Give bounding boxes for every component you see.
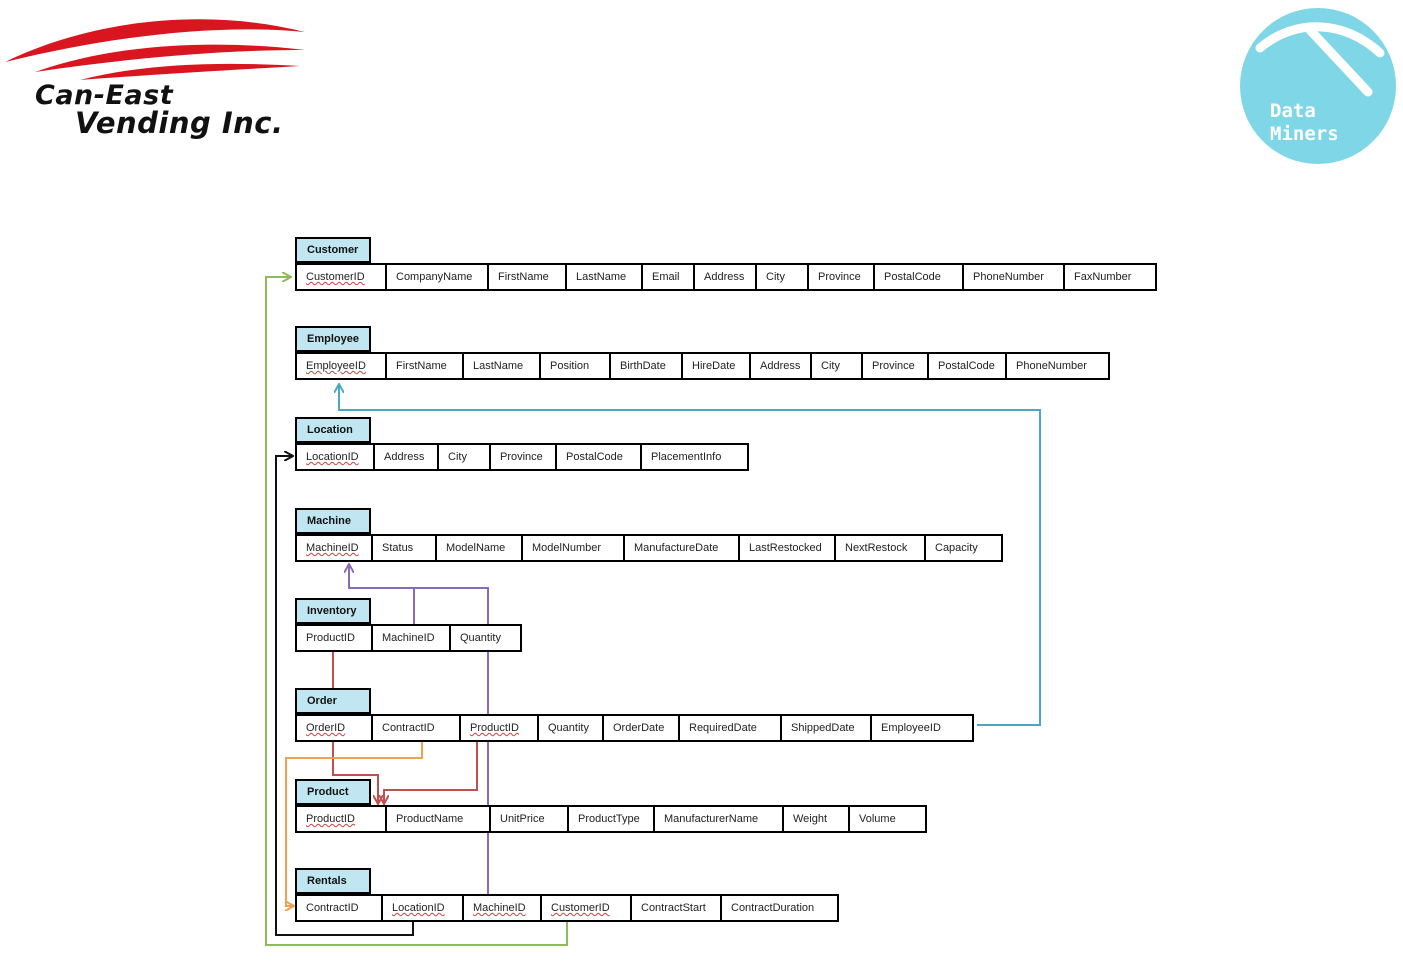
connector-rentals-machine	[414, 587, 489, 894]
attr-employee-city: City	[810, 352, 863, 380]
entity-inventory-title: Inventory	[295, 598, 371, 624]
data-miners-badge: Data Miners	[1240, 8, 1396, 164]
badge-line1: Data	[1270, 100, 1316, 122]
attr-employee-address: Address	[749, 352, 812, 380]
attr-product-unitprice: UnitPrice	[489, 805, 569, 833]
attr-customer-province: Province	[807, 263, 875, 291]
attr-employee-birthdate: BirthDate	[609, 352, 683, 380]
entity-order-attributes: OrderID ContractID ProductID Quantity Or…	[295, 714, 974, 742]
attr-employee-postalcode: PostalCode	[927, 352, 1007, 380]
attr-order-shippeddate: ShippedDate	[780, 714, 872, 742]
attr-rentals-locationid: LocationID	[381, 894, 464, 922]
attr-rentals-machineid: MachineID	[462, 894, 542, 922]
attr-employee-hiredate: HireDate	[681, 352, 751, 380]
attr-employee-lastname: LastName	[462, 352, 541, 380]
attr-order-contractid: ContractID	[371, 714, 461, 742]
attr-customer-firstname: FirstName	[487, 263, 567, 291]
can-east-logo: Can-East Vending Inc.	[0, 0, 320, 150]
attr-order-requireddate: RequiredDate	[678, 714, 782, 742]
attr-machine-manufacturedate: ManufactureDate	[623, 534, 740, 562]
entity-order-title: Order	[295, 688, 371, 714]
attr-location-city: City	[437, 443, 491, 471]
entity-inventory-attributes: ProductID MachineID Quantity	[295, 624, 522, 652]
attr-customer-faxnumber: FaxNumber	[1063, 263, 1157, 291]
attr-order-orderdate: OrderDate	[602, 714, 680, 742]
attr-customer-lastname: LastName	[565, 263, 643, 291]
attr-inventory-quantity: Quantity	[449, 624, 522, 652]
attr-product-volume: Volume	[848, 805, 927, 833]
entity-product-title: Product	[295, 779, 371, 805]
attr-machine-lastrestocked: LastRestocked	[738, 534, 836, 562]
attr-employee-position: Position	[539, 352, 611, 380]
connector-inventory-machine	[349, 565, 415, 624]
attr-rentals-customerid: CustomerID	[540, 894, 632, 922]
connector-order-rentals	[285, 742, 423, 906]
attr-order-orderid: OrderID	[295, 714, 373, 742]
logo-swoosh-icon	[5, 19, 305, 80]
attr-employee-employeeid: EmployeeID	[295, 352, 387, 380]
logo-company-name-line1: Can-East	[35, 80, 174, 111]
attr-order-employeeid: EmployeeID	[870, 714, 974, 742]
attr-location-postalcode: PostalCode	[555, 443, 642, 471]
attr-customer-city: City	[755, 263, 809, 291]
attr-order-quantity: Quantity	[537, 714, 604, 742]
attr-product-productid: ProductID	[295, 805, 387, 833]
entity-location-title: Location	[295, 417, 371, 443]
logo-company-name-line2: Vending Inc.	[75, 106, 284, 140]
attr-customer-phonenumber: PhoneNumber	[962, 263, 1065, 291]
entity-employee-title: Employee	[295, 326, 371, 352]
attr-customer-customerid: CustomerID	[295, 263, 387, 291]
attr-machine-status: Status	[371, 534, 437, 562]
connector-order-product	[384, 742, 478, 803]
connector-order-employee	[339, 385, 1041, 726]
attr-product-weight: Weight	[782, 805, 850, 833]
attr-machine-machineid: MachineID	[295, 534, 373, 562]
attr-customer-email: Email	[641, 263, 695, 291]
entity-product-attributes: ProductID ProductName UnitPrice ProductT…	[295, 805, 927, 833]
attr-inventory-machineid: MachineID	[371, 624, 451, 652]
entity-rentals-attributes: ContractID LocationID MachineID Customer…	[295, 894, 839, 922]
pickaxe-icon	[1255, 22, 1385, 97]
connector-rentals-customer	[265, 277, 568, 946]
entity-employee-attributes: EmployeeID FirstName LastName Position B…	[295, 352, 1110, 380]
attr-customer-postalcode: PostalCode	[873, 263, 964, 291]
attr-product-manufacturername: ManufacturerName	[653, 805, 784, 833]
entity-machine-title: Machine	[295, 508, 371, 534]
attr-customer-address: Address	[693, 263, 757, 291]
attr-location-placementinfo: PlacementInfo	[640, 443, 749, 471]
attr-rentals-contractid: ContractID	[295, 894, 383, 922]
attr-rentals-contractduration: ContractDuration	[720, 894, 839, 922]
attr-rentals-contractstart: ContractStart	[630, 894, 722, 922]
attr-location-locationid: LocationID	[295, 443, 375, 471]
attr-order-productid: ProductID	[459, 714, 539, 742]
attr-machine-modelname: ModelName	[435, 534, 523, 562]
attr-product-productname: ProductName	[385, 805, 491, 833]
attr-location-address: Address	[373, 443, 439, 471]
attr-employee-firstname: FirstName	[385, 352, 464, 380]
connector-rentals-location	[275, 456, 414, 936]
badge-line2: Miners	[1270, 123, 1339, 145]
attr-machine-capacity: Capacity	[924, 534, 1003, 562]
attr-customer-companyname: CompanyName	[385, 263, 489, 291]
entity-machine-attributes: MachineID Status ModelName ModelNumber M…	[295, 534, 1003, 562]
attr-location-province: Province	[489, 443, 557, 471]
attr-inventory-productid: ProductID	[295, 624, 373, 652]
attr-employee-province: Province	[861, 352, 929, 380]
attr-employee-phonenumber: PhoneNumber	[1005, 352, 1110, 380]
attr-product-producttype: ProductType	[567, 805, 655, 833]
entity-rentals-title: Rentals	[295, 868, 371, 894]
attr-machine-nextrestock: NextRestock	[834, 534, 926, 562]
entity-customer-attributes: CustomerID CompanyName FirstName LastNam…	[295, 263, 1157, 291]
entity-location-attributes: LocationID Address City Province PostalC…	[295, 443, 749, 471]
attr-machine-modelnumber: ModelNumber	[521, 534, 625, 562]
entity-customer-title: Customer	[295, 237, 371, 263]
